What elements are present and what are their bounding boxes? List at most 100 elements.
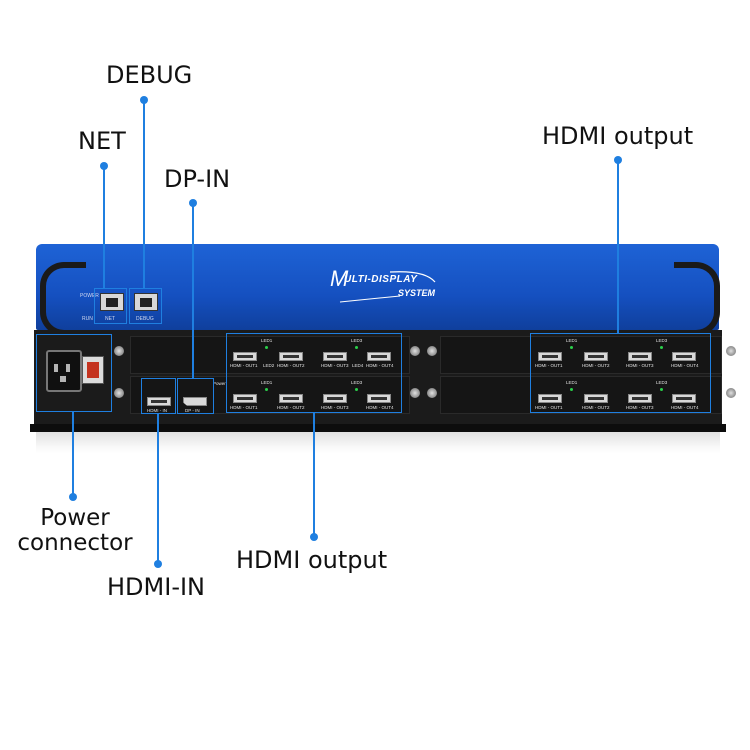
hdmi-out-port[interactable] xyxy=(279,352,303,361)
card-slot-bottom-left xyxy=(130,376,410,414)
led-indicator xyxy=(355,388,358,391)
out4-label: HDMI - OUT4 xyxy=(366,363,394,368)
hdmi-in-label: HDMI-IN xyxy=(107,573,206,601)
led-indicator xyxy=(570,346,573,349)
dp-in-label: DP-IN xyxy=(164,165,231,193)
power-switch[interactable] xyxy=(82,356,104,384)
hdmi-in-callout-dot xyxy=(154,560,162,568)
hdmi-out-port[interactable] xyxy=(233,394,257,403)
led-indicator xyxy=(355,346,358,349)
rack-handle-left xyxy=(40,262,86,336)
debug-highlight-box xyxy=(129,288,162,324)
hdmi-output-middle-highlight-box xyxy=(226,333,402,413)
hdmi-in-port[interactable] xyxy=(147,397,171,406)
screw xyxy=(427,388,437,398)
hdmi-output-right-highlight-box xyxy=(530,333,711,413)
led1-label: LED1 xyxy=(566,338,578,343)
power-tiny-label: POWER xyxy=(80,293,99,299)
screw xyxy=(427,346,437,356)
out3-label: HDMI - OUT3 xyxy=(626,405,654,410)
out1-label: HDMI - OUT1 xyxy=(230,405,258,410)
net-callout-line xyxy=(103,166,105,288)
device-reflection xyxy=(36,432,720,454)
dp-in-port[interactable] xyxy=(183,397,207,406)
power-connector-label: Power connector xyxy=(17,505,133,557)
hdmi-in-callout-line xyxy=(157,414,159,562)
led1-label: LED1 xyxy=(566,380,578,385)
hdmi-out-port[interactable] xyxy=(584,352,608,361)
hdmi-out-port[interactable] xyxy=(279,394,303,403)
led2-label: LED2 xyxy=(263,363,275,368)
net-highlight-box xyxy=(94,288,127,324)
hdmi-out-port[interactable] xyxy=(367,352,391,361)
led3-label: LED3 xyxy=(656,380,668,385)
out2-label: HDMI - OUT2 xyxy=(277,405,305,410)
hdmi-out-port[interactable] xyxy=(367,394,391,403)
device-top-panel xyxy=(36,244,719,330)
led4-label: LED4 xyxy=(352,363,364,368)
hdmi-out-port[interactable] xyxy=(672,394,696,403)
power-side-label: Power xyxy=(213,381,226,386)
card-slot-top-left xyxy=(130,336,410,374)
logo-m: M xyxy=(330,266,349,291)
debug-port[interactable] xyxy=(134,293,158,311)
logo-line2: SYSTEM xyxy=(398,288,436,298)
iec-power-inlet[interactable] xyxy=(46,350,82,392)
out4-label: HDMI - OUT4 xyxy=(366,405,394,410)
hdmi-out-port[interactable] xyxy=(538,352,562,361)
led-indicator xyxy=(265,388,268,391)
led1-label: LED1 xyxy=(261,380,273,385)
out3-label: HDMI - OUT3 xyxy=(321,363,349,368)
screw xyxy=(726,388,736,398)
hdmi-out-port[interactable] xyxy=(538,394,562,403)
out2-label: HDMI - OUT2 xyxy=(277,363,305,368)
logo-line1: ULTI-DISPLAY xyxy=(344,274,418,285)
screw xyxy=(114,388,124,398)
hdmi-output-bottom-callout-dot xyxy=(310,533,318,541)
dp-in-highlight-box xyxy=(177,378,214,414)
hdmi-output-top-callout-line xyxy=(617,160,619,333)
out2-label: HDMI - OUT2 xyxy=(582,363,610,368)
net-label: NET xyxy=(78,127,126,155)
led1-label: LED1 xyxy=(261,338,273,343)
out4-label: HDMI - OUT4 xyxy=(671,363,699,368)
hdmi-in-port-label: HDMI - IN xyxy=(147,408,167,413)
hdmi-out-port[interactable] xyxy=(584,394,608,403)
net-port[interactable] xyxy=(100,293,124,311)
dp-in-port-label: DP - IN xyxy=(185,408,200,413)
led-indicator xyxy=(660,346,663,349)
hdmi-out-port[interactable] xyxy=(323,394,347,403)
led3-label: LED3 xyxy=(656,338,668,343)
net-port-label: NET xyxy=(105,316,115,322)
out4-label: HDMI - OUT4 xyxy=(671,405,699,410)
run-tiny-label: RUN xyxy=(82,316,93,322)
debug-label: DEBUG xyxy=(106,61,193,89)
power-callout-dot xyxy=(69,493,77,501)
brand-logo: M ULTI-DISPLAY SYSTEM xyxy=(330,266,440,308)
logo-swoosh xyxy=(339,271,436,303)
hdmi-in-highlight-box xyxy=(141,378,176,414)
hdmi-output-bottom-label: HDMI output xyxy=(236,546,388,574)
hdmi-out-port[interactable] xyxy=(628,394,652,403)
hdmi-out-port[interactable] xyxy=(628,352,652,361)
power-highlight-box xyxy=(36,334,112,412)
hdmi-out-port[interactable] xyxy=(323,352,347,361)
led-indicator xyxy=(570,388,573,391)
led3-label: LED3 xyxy=(351,338,363,343)
hdmi-out-port[interactable] xyxy=(233,352,257,361)
screw xyxy=(726,346,736,356)
dp-in-callout-line xyxy=(192,203,194,378)
out1-label: HDMI - OUT1 xyxy=(230,363,258,368)
led3-label: LED3 xyxy=(351,380,363,385)
power-callout-line xyxy=(72,412,74,496)
hdmi-out-port[interactable] xyxy=(672,352,696,361)
hdmi-output-bottom-callout-line xyxy=(313,413,315,535)
hdmi-output-top-label: HDMI output xyxy=(542,122,694,150)
out1-label: HDMI - OUT1 xyxy=(535,405,563,410)
device-bottom-edge xyxy=(30,424,726,432)
led-indicator xyxy=(660,388,663,391)
led-indicator xyxy=(265,346,268,349)
screw xyxy=(410,346,420,356)
out3-label: HDMI - OUT3 xyxy=(321,405,349,410)
debug-callout-line xyxy=(143,100,145,288)
